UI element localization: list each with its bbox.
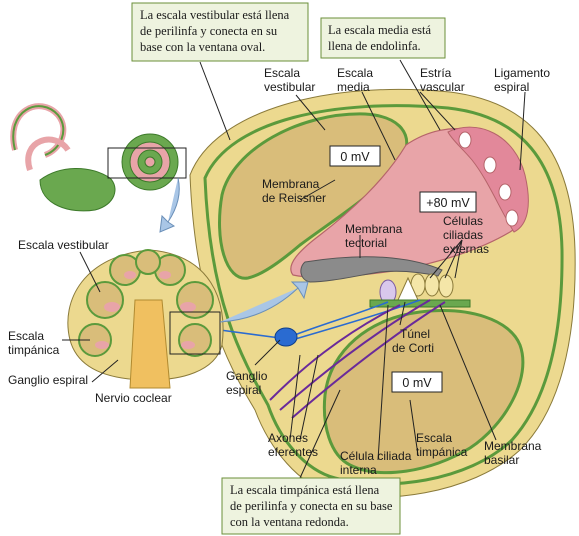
zoom-frame	[169, 311, 221, 355]
callout-tympanic-line-3: con la ventana redonda.	[230, 515, 349, 529]
text-labels: Escala vestibular Escala media Estría va…	[8, 66, 550, 477]
label-ganglio-espiral-right-2: espiral	[226, 383, 261, 397]
cochlear-nerve	[129, 299, 171, 389]
voltage-box-tympanic: 0 mV	[391, 371, 443, 393]
voltage-media: +80 mV	[426, 196, 470, 210]
efferent-fiber	[269, 304, 401, 401]
label-celulas-2: ciliadas	[443, 228, 483, 242]
label-ligamento-espiral-2: espiral	[494, 80, 529, 94]
stria-vessel	[505, 209, 519, 227]
label-ganglio-espiral-right-1: Ganglio	[226, 369, 268, 383]
label-tunel-corti-2: de Corti	[392, 341, 434, 355]
label-escala-timpanica-left-2: timpánica	[8, 343, 60, 357]
semicircular-canal	[12, 105, 65, 156]
inner-ear-thumbnail	[10, 103, 187, 233]
voltage-box-media: +80 mV	[419, 191, 477, 213]
stria-vessel	[458, 131, 472, 149]
label-escala-timpanica-2: timpánica	[416, 445, 468, 459]
label-escala-timpanica-1: Escala	[416, 431, 452, 445]
stria-vessel	[483, 156, 497, 174]
label-escala-vestibular-left: Escala vestibular	[18, 238, 109, 252]
label-escala-media-2: media	[337, 80, 370, 94]
zoom-arrow-down	[159, 177, 180, 233]
spiral-ganglion-cell	[274, 327, 298, 347]
afferent-fiber	[291, 299, 421, 341]
label-axones-eferentes-1: Axones	[268, 431, 308, 445]
stria-vascularis	[447, 126, 529, 233]
label-membrana-basilar-1: Membrana	[484, 439, 542, 453]
label-celulas-3: externas	[443, 242, 489, 256]
label-tunel-corti-1: Túnel	[400, 327, 430, 341]
cochlea-coil	[144, 156, 156, 168]
voltage-box-vestibular: 0 mV	[329, 145, 381, 167]
tectorial-membrane	[300, 256, 443, 283]
label-estria-vascular-2: vascular	[420, 80, 465, 94]
zoom-arrow-right	[219, 281, 309, 323]
label-ligamento-espiral-1: Ligamento	[494, 66, 550, 80]
callout-media: La escala media está llena de endolinfa.	[320, 17, 446, 131]
voltage-tympanic: 0 mV	[402, 376, 432, 390]
label-celulas-1: Células	[443, 214, 483, 228]
callout-tympanic-line-2: de perilinfa y conecta en su base	[230, 499, 393, 513]
inner-lining	[203, 104, 564, 486]
nerve-bundle-out	[219, 329, 281, 339]
label-escala-timpanica-left-1: Escala	[8, 329, 44, 343]
label-membrana-tectorial-1: Membrana	[345, 222, 403, 236]
label-ganglio-espiral-left: Ganglio espiral	[8, 373, 88, 387]
efferent-fiber	[291, 301, 446, 419]
callout-vestibular-line-3: base con la ventana oval.	[140, 40, 265, 54]
semicircular-canal	[25, 136, 71, 171]
label-celula-ciliada-interna-1: Célula ciliada	[340, 449, 412, 463]
label-escala-vestibular-2: vestibular	[264, 80, 315, 94]
callout-vestibular-line-1: La escala vestibular está llena	[140, 8, 290, 22]
label-celula-ciliada-interna-2: interna	[340, 463, 377, 477]
cochlear-cross-section: 0 mV +80 mV 0 mV	[189, 88, 576, 498]
outer-hair-cell	[438, 274, 454, 298]
turn-compartments	[78, 249, 214, 357]
callout-tympanic: La escala timpánica está llena de perili…	[221, 389, 401, 535]
label-nervio-coclear: Nervio coclear	[95, 391, 172, 405]
vestibule-body	[39, 168, 116, 212]
stria-vessel	[498, 183, 512, 201]
callout-tympanic-line-1: La escala timpánica está llena	[230, 483, 380, 497]
label-axones-eferentes-2: eferentes	[268, 445, 318, 459]
afferent-fiber	[291, 301, 389, 337]
outer-hair-cell	[424, 273, 440, 297]
callout-media-line-1: La escala media está	[328, 23, 432, 37]
label-escala-vestibular-1: Escala	[264, 66, 300, 80]
label-estria-vascular-1: Estría	[420, 66, 452, 80]
callout-media-line-2: llena de endolinfa.	[328, 39, 421, 53]
label-membrana-reissner-2: de Reissner	[262, 191, 326, 205]
callout-vestibular-line-2: de perilinfa y conecta en su	[140, 24, 278, 38]
label-membrana-reissner-1: Membrana	[262, 177, 320, 191]
voltage-vestibular: 0 mV	[340, 150, 370, 164]
cut-plane	[107, 147, 187, 179]
label-membrana-tectorial-2: tectorial	[345, 236, 387, 250]
label-membrana-basilar-2: basilar	[484, 453, 519, 467]
leader-lines	[62, 91, 526, 461]
label-escala-media-1: Escala	[337, 66, 373, 80]
callout-vestibular: La escala vestibular está llena de peril…	[131, 2, 309, 141]
cochlea-section	[67, 249, 309, 389]
